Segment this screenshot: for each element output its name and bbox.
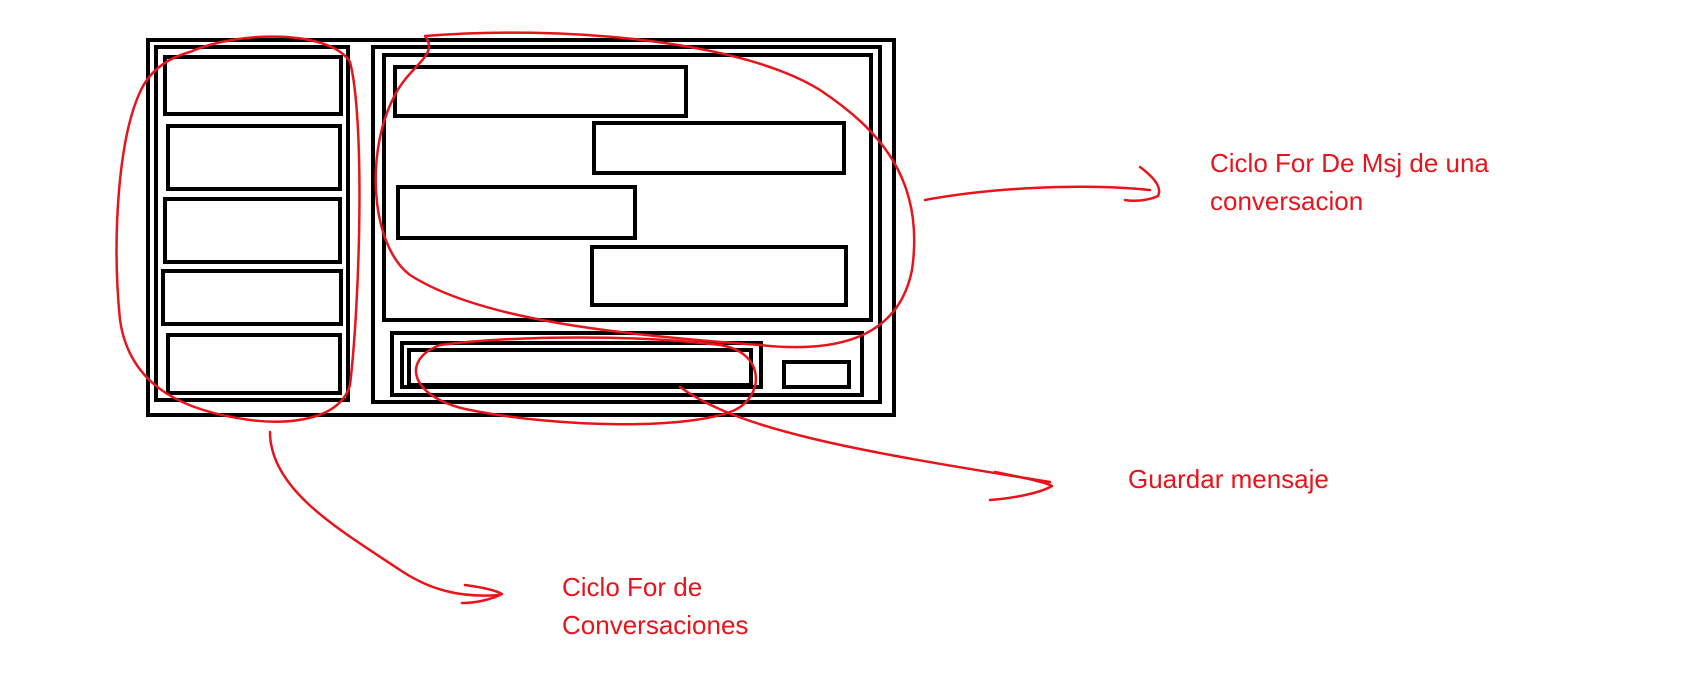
conversation-item[interactable]	[166, 124, 342, 191]
conversations-arrow	[268, 430, 502, 597]
send-button[interactable]	[782, 360, 851, 389]
message-bubble-received	[393, 65, 688, 118]
messages-loop-note: Ciclo For De Msj de una conversacion	[1210, 144, 1489, 220]
conversations-loop-highlight	[115, 35, 361, 423]
message-bubble-sent	[592, 121, 846, 175]
save-arrow	[678, 385, 1052, 484]
message-list	[382, 53, 873, 322]
messages-loop-highlight	[374, 31, 916, 349]
conversation-item[interactable]	[161, 269, 343, 326]
conversations-loop-note-line1: Ciclo For de	[562, 572, 703, 602]
conversation-item[interactable]	[166, 333, 342, 395]
chat-panel	[371, 45, 882, 404]
save-message-note-line1: Guardar mensaje	[1128, 464, 1329, 494]
conversation-sidebar	[154, 45, 350, 402]
messages-loop-note-line2: conversacion	[1210, 186, 1364, 216]
message-bubble-received	[396, 185, 637, 240]
save-arrowhead	[988, 470, 1054, 502]
conversations-loop-note: Ciclo For de Conversaciones	[562, 568, 748, 644]
messages-loop-note-line1: Ciclo For De Msj de una	[1210, 148, 1489, 178]
message-input[interactable]	[407, 348, 753, 387]
conversations-arrowhead	[460, 583, 504, 605]
app-window-frame	[146, 38, 896, 417]
save-message-note: Guardar mensaje	[1128, 460, 1329, 498]
conversation-item[interactable]	[163, 55, 343, 116]
messages-arrowhead	[1123, 165, 1161, 203]
messages-arrow	[923, 185, 1152, 202]
conversations-loop-note-line2: Conversaciones	[562, 610, 749, 640]
message-bubble-sent	[590, 245, 848, 307]
conversation-item[interactable]	[163, 197, 342, 264]
save-message-highlight	[414, 336, 758, 426]
